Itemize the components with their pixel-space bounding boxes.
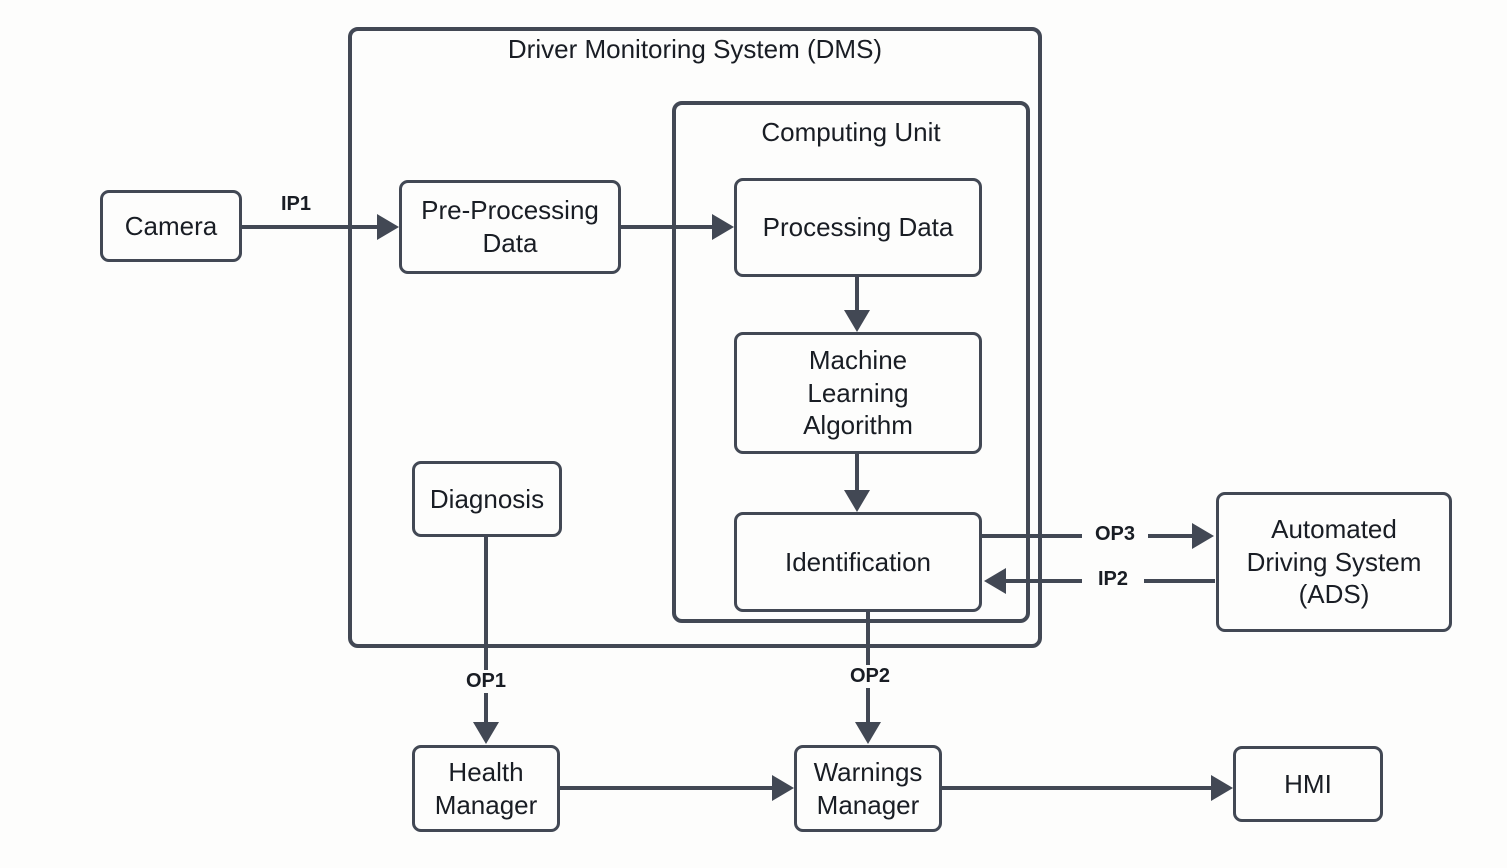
dms-container-frame (348, 27, 1042, 648)
edge-label-op3: OP3 (1082, 523, 1148, 546)
computing-unit-title: Computing Unit (761, 117, 941, 147)
arrowhead-left-icon (984, 568, 1006, 594)
arrowhead-right-icon (772, 775, 794, 801)
edge-ml-to-identification (855, 454, 859, 492)
arrowhead-down-icon (844, 310, 870, 332)
node-health-manager: Health Manager (412, 745, 560, 832)
node-hmi: HMI (1233, 746, 1383, 822)
computing-unit-frame (672, 101, 1030, 623)
edge-label-ip2: IP2 (1082, 568, 1144, 591)
dms-container-title: Driver Monitoring System (DMS) (507, 34, 883, 64)
edge-preprocessing-to-processing (621, 225, 715, 229)
arrowhead-down-icon (855, 722, 881, 744)
edge-processing-to-ml (855, 277, 859, 313)
arrowhead-down-icon (473, 722, 499, 744)
node-diagnosis: Diagnosis (412, 461, 562, 537)
arrowhead-right-icon (1192, 523, 1214, 549)
node-identification: Identification (734, 512, 982, 612)
node-pre-processing-data: Pre-Processing Data (399, 180, 621, 274)
edge-label-op2: OP2 (837, 665, 903, 688)
node-warnings-manager: Warnings Manager (794, 745, 942, 832)
edge-health-to-warnings (560, 786, 775, 790)
edge-warnings-to-hmi (942, 786, 1214, 790)
edge-label-op1: OP1 (453, 670, 519, 693)
edge-camera-to-preprocessing (242, 225, 382, 229)
edge-label-ip1: IP1 (266, 193, 326, 216)
node-automated-driving-system: Automated Driving System (ADS) (1216, 492, 1452, 632)
arrowhead-down-icon (844, 490, 870, 512)
arrowhead-right-icon (1211, 775, 1233, 801)
arrowhead-right-icon (377, 214, 399, 240)
node-processing-data: Processing Data (734, 178, 982, 277)
arrowhead-right-icon (712, 214, 734, 240)
edge-diagnosis-to-health (484, 537, 488, 724)
node-camera: Camera (100, 190, 242, 262)
node-machine-learning-algorithm: Machine Learning Algorithm (734, 332, 982, 454)
